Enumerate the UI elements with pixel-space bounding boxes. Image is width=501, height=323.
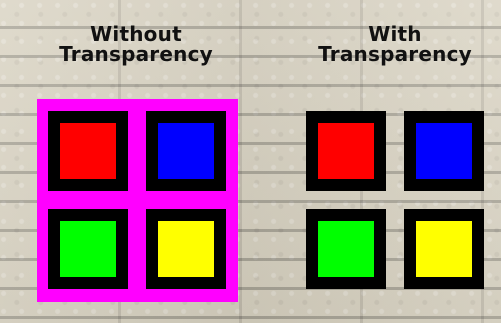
blue-tile-left	[146, 111, 226, 191]
with-transparency-label: With Transparency	[305, 24, 485, 64]
green-tile-right	[306, 209, 386, 289]
green-fill-left	[60, 221, 116, 277]
with-label-line-1: With	[305, 24, 485, 44]
red-tile-right	[306, 111, 386, 191]
without-transparency-label: Without Transparency	[46, 24, 226, 64]
yellow-fill-right	[416, 221, 472, 277]
green-fill-right	[318, 221, 374, 277]
yellow-fill-left	[158, 221, 214, 277]
green-tile-left	[48, 209, 128, 289]
blue-tile-right	[404, 111, 484, 191]
blue-fill-left	[158, 123, 214, 179]
yellow-tile-right	[404, 209, 484, 289]
yellow-tile-left	[146, 209, 226, 289]
without-label-line-1: Without	[46, 24, 226, 44]
blue-fill-right	[416, 123, 472, 179]
red-fill-right	[318, 123, 374, 179]
red-fill-left	[60, 123, 116, 179]
with-label-line-2: Transparency	[305, 44, 485, 64]
without-label-line-2: Transparency	[46, 44, 226, 64]
red-tile-left	[48, 111, 128, 191]
